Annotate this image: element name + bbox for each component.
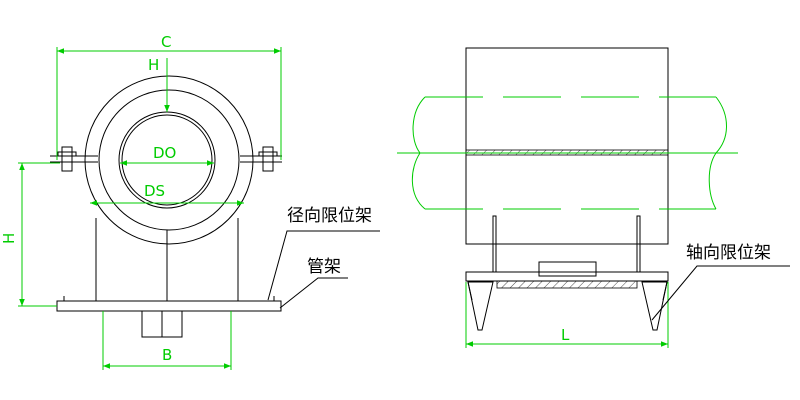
nut-right xyxy=(258,151,278,157)
label-radial-limit-support: 径向限位架 xyxy=(287,206,372,226)
bolt-left xyxy=(61,146,73,172)
dim-c-label: C xyxy=(161,33,171,51)
dim-h-left-label: H xyxy=(0,233,18,244)
leader-radial xyxy=(267,230,380,301)
upper-plate xyxy=(465,47,669,245)
top-pad xyxy=(538,261,597,277)
dim-do-label: DO xyxy=(153,144,176,162)
axial-view: L 轴向限位架 xyxy=(397,47,790,348)
leader-axial xyxy=(651,265,790,321)
radial-view: C H DO DS H B 径向限位架 管架 xyxy=(0,33,380,370)
leader-rack xyxy=(279,277,348,309)
clamp-inner-ring xyxy=(98,89,240,231)
dim-h-top-label: H xyxy=(148,56,159,74)
stop-right xyxy=(641,281,668,331)
slide-layer xyxy=(496,280,638,289)
stop-left-edge xyxy=(467,281,473,301)
dim-l-label: L xyxy=(561,326,570,344)
dim-ds-label: DS xyxy=(144,182,165,200)
nut-left xyxy=(57,151,77,157)
stop-left xyxy=(467,281,494,331)
stop-right-edge xyxy=(662,281,668,301)
base-plate xyxy=(56,300,282,312)
label-pipe-rack: 管架 xyxy=(307,257,341,277)
outer-clamp xyxy=(84,75,254,245)
label-axial-limit-support: 轴向限位架 xyxy=(686,243,771,263)
bolt-right xyxy=(262,146,274,172)
dim-b-label: B xyxy=(162,346,172,364)
